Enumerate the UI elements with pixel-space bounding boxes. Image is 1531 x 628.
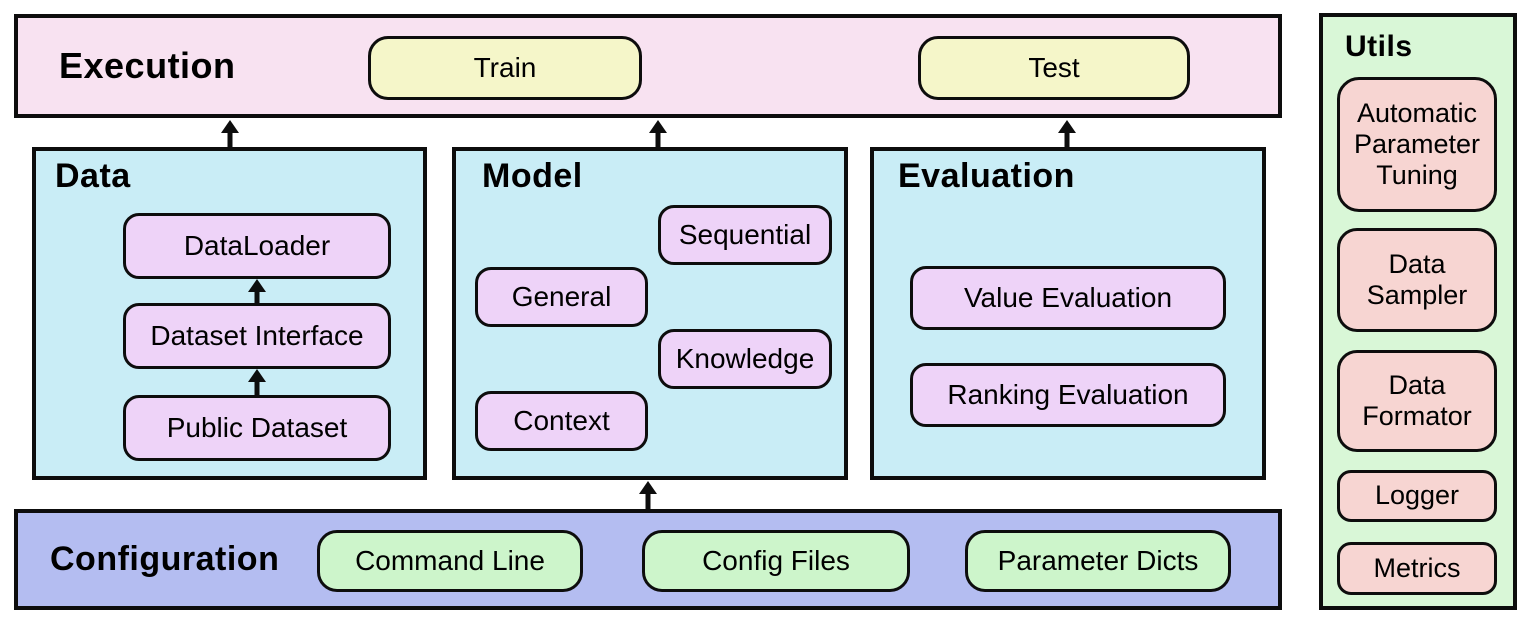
data-sampler-chip: Data Sampler	[1337, 228, 1497, 332]
arrow-dataset-interface-to-dataloader	[248, 279, 266, 303]
configuration-title: Configuration	[50, 540, 280, 578]
value-evaluation-chip: Value Evaluation	[910, 266, 1226, 330]
sequential-chip: Sequential	[658, 205, 832, 265]
public-dataset-chip: Public Dataset	[123, 395, 391, 461]
test-chip: Test	[918, 36, 1190, 100]
arrow-model-to-execution	[649, 120, 667, 147]
logger-chip: Logger	[1337, 470, 1497, 522]
data-panel: Data DataLoader Dataset Interface Public…	[32, 147, 427, 480]
command-line-chip: Command Line	[317, 530, 583, 592]
ranking-evaluation-chip: Ranking Evaluation	[910, 363, 1226, 427]
knowledge-chip: Knowledge	[658, 329, 832, 389]
parameter-dicts-chip: Parameter Dicts	[965, 530, 1231, 592]
model-title: Model	[482, 157, 583, 195]
config-files-chip: Config Files	[642, 530, 910, 592]
metrics-chip: Metrics	[1337, 542, 1497, 595]
general-chip: General	[475, 267, 648, 327]
configuration-panel: Configuration Command Line Config Files …	[14, 509, 1282, 610]
model-panel: Model Sequential General Knowledge Conte…	[452, 147, 848, 480]
train-chip: Train	[368, 36, 642, 100]
context-chip: Context	[475, 391, 648, 451]
dataset-interface-chip: Dataset Interface	[123, 303, 391, 369]
arrow-data-to-execution	[221, 120, 239, 147]
utils-panel: Utils Automatic Parameter Tuning Data Sa…	[1319, 13, 1517, 610]
automatic-parameter-tuning-chip: Automatic Parameter Tuning	[1337, 77, 1497, 212]
arrow-public-dataset-to-dataset-interface	[248, 369, 266, 395]
dataloader-chip: DataLoader	[123, 213, 391, 279]
evaluation-panel: Evaluation Value Evaluation Ranking Eval…	[870, 147, 1266, 480]
evaluation-title: Evaluation	[898, 157, 1075, 195]
data-title: Data	[55, 157, 131, 195]
utils-title: Utils	[1345, 30, 1413, 63]
arrow-configuration-to-model	[639, 481, 657, 509]
execution-title: Execution	[59, 45, 236, 86]
data-formator-chip: Data Formator	[1337, 350, 1497, 452]
arrow-evaluation-to-execution	[1058, 120, 1076, 147]
execution-panel: Execution Train Test	[14, 14, 1282, 118]
